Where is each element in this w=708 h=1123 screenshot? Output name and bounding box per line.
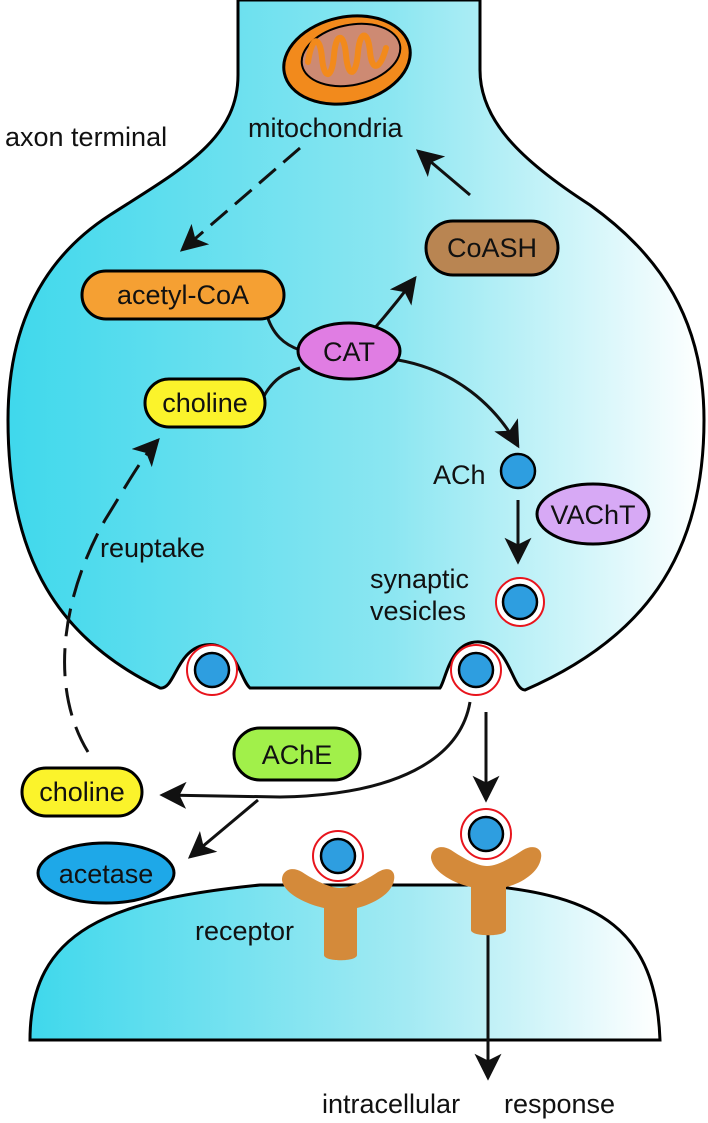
vacht-text: VAChT [550,500,635,530]
choline-to-cat-line [261,366,301,399]
cat-to-ach-arrow [397,358,520,449]
acetase-node: acetase [36,841,176,905]
acetase-text: acetase [59,859,154,889]
synaptic-label: synaptic [370,564,469,594]
choline-inner-text: choline [162,388,248,418]
choline-outer-node: choline [20,766,144,818]
choline-inner-node: choline [143,377,267,429]
ach-label: ACh [433,460,486,490]
receptor-label: receptor [195,916,294,946]
acetyl-coa-text: acetyl-CoA [117,280,249,310]
coash-node: CoASH [424,219,560,277]
released-vesicle-right [460,808,512,860]
coash-text: CoASH [447,233,537,263]
bound-vesicle-left [312,830,364,882]
axon-terminal-label: axon terminal [5,122,167,152]
cat-to-coash-arrow [371,275,417,331]
vesicles-label: vesicles [370,596,466,626]
acetyl-coa-node: acetyl-CoA [80,269,286,321]
vacht-node: VAChT [535,482,651,546]
ach-molecule [499,452,537,490]
cat-text: CAT [323,337,375,367]
choline-outer-text: choline [39,777,125,807]
intracellular-label: intracellular [322,1089,460,1119]
mitochondria-organelle [282,14,412,106]
receptor-right [431,847,542,936]
release-to-choline-arrow [159,701,472,809]
ache-node: AChE [232,726,362,782]
docked-vesicle-right [450,644,502,696]
mito-to-acetylcoa-dashed-arrow [179,146,301,252]
reuptake-label: reuptake [100,533,205,563]
cat-node: CAT [296,321,402,381]
ache-to-acetase-arrow [187,798,259,859]
docked-vesicle-left [186,644,238,696]
mitochondria-label: mitochondria [248,113,404,143]
synaptic-vesicle [495,577,545,627]
receptor-left [282,869,395,961]
reuptake-dashed-arrow [63,437,160,753]
coash-to-mito-arrow [415,149,471,197]
response-label: response [504,1089,615,1119]
ache-text: AChE [262,740,333,770]
